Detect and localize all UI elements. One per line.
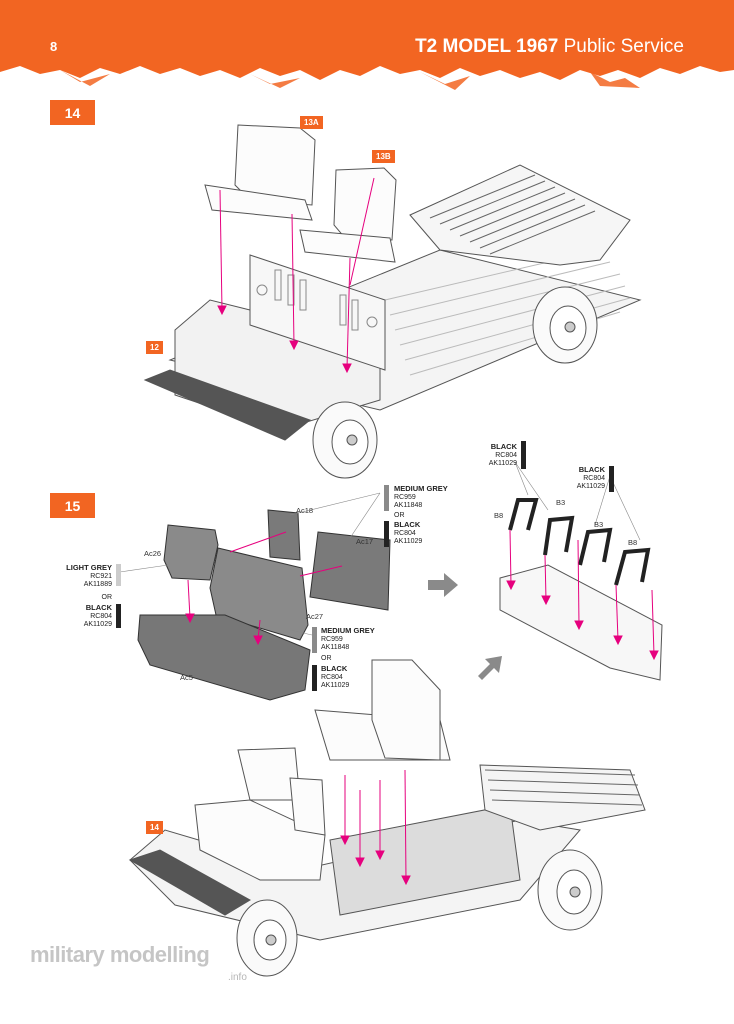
callout-top-or: OR — [394, 512, 405, 519]
title-model: T2 MODEL 1967 — [415, 36, 559, 57]
part-label-b8-left: B8 — [494, 511, 504, 520]
down-step-arrow — [478, 656, 502, 680]
callout-mid-black: BLACK RC804 AK11029 — [321, 664, 350, 689]
callout-left-black: BLACK RC804 AK11029 — [83, 603, 112, 628]
swatch-medium-grey — [384, 485, 389, 511]
callout-mid-or: OR — [321, 655, 332, 662]
page-number: 8 — [50, 39, 58, 54]
page-title: T2 MODEL 1967 Public Service — [415, 36, 684, 58]
swatch-black — [521, 441, 526, 469]
part-label-ac27: Ac27 — [306, 612, 324, 621]
step-15-badge: 15 — [50, 493, 95, 518]
part-label-b3-left: B3 — [556, 498, 566, 507]
part-tag-13b: 13B — [372, 150, 395, 163]
step-14-illustration — [143, 124, 642, 479]
callout-left-light-grey: LIGHT GREY RC921 AK11889 — [66, 563, 112, 588]
part-label-ac18: Ac18 — [296, 506, 314, 515]
part-tag-12: 12 — [146, 341, 163, 354]
part-label-ac17: Ac17 — [356, 537, 374, 546]
part-label-b8-right: B8 — [628, 538, 638, 547]
callout-frame-black-a: BLACK RC804 AK11029 — [488, 442, 517, 467]
swatch-medium-grey — [312, 627, 317, 653]
swatch-black — [384, 521, 389, 547]
part-label-b3-right: B3 — [594, 520, 604, 529]
title-subtitle: Public Service — [563, 36, 684, 57]
page-header: 8 T2 MODEL 1967 Public Service — [0, 0, 734, 95]
watermark-suffix: .info — [228, 972, 247, 983]
header-brush-band — [0, 0, 734, 90]
part-label-ac5: Ac5 — [180, 673, 193, 682]
callout-top-medium-grey: MEDIUM GREY RC959 AK11848 — [394, 484, 448, 509]
part-label-ac26: Ac26 — [144, 549, 162, 558]
watermark-logo: military modelling — [30, 942, 210, 967]
callout-top-black: BLACK RC804 AK11029 — [394, 520, 423, 545]
callout-left-or: OR — [101, 594, 113, 601]
swatch-black — [312, 665, 317, 691]
part-tag-14: 14 — [146, 821, 163, 834]
swatch-black — [609, 466, 614, 492]
step-14-badge: 14 — [50, 100, 95, 125]
callout-frame-black-b: BLACK RC804 AK11029 — [576, 465, 605, 490]
swatch-light-grey — [116, 564, 121, 586]
next-step-arrow — [428, 573, 458, 597]
swatch-black — [116, 604, 121, 628]
callout-mid-medium-grey: MEDIUM GREY RC959 AK11848 — [321, 626, 375, 651]
part-tag-13a: 13A — [300, 116, 323, 129]
